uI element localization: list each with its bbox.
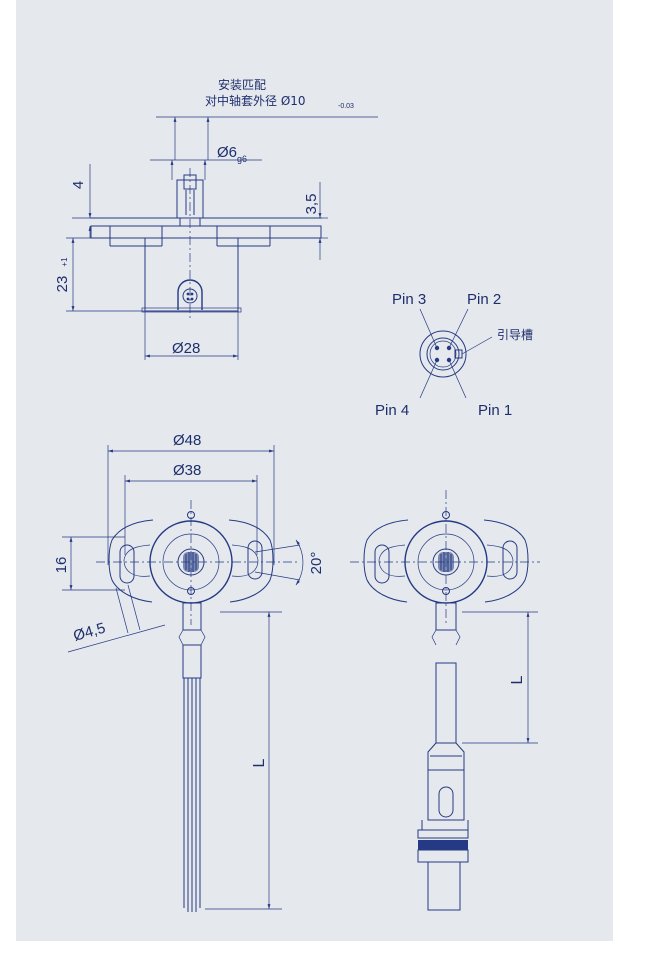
dim-23-tolerance: +1 <box>60 257 69 267</box>
pin-3-label: Pin 3 <box>392 291 426 308</box>
guide-slot-label: 引导槽 <box>497 328 533 342</box>
dim-38-label: Ø38 <box>173 462 201 479</box>
dim-4-label: 4 <box>70 181 87 189</box>
side-view: 安装匹配 对中轴套外径 Ø10 -0.03 Ø6 g6 <box>54 77 378 360</box>
dim-23-label: 23 <box>54 276 71 293</box>
dim-16-label: 16 <box>53 557 70 574</box>
dim-20deg-label: 20° <box>308 552 325 575</box>
length-l-right: L <box>509 675 526 684</box>
pin-4-label: Pin 4 <box>375 402 409 419</box>
pin-view: Pin 3 Pin 2 Pin 4 Pin 1 引导槽 <box>375 291 533 419</box>
shaft-diameter-label: Ø6 <box>217 144 237 161</box>
fit-note-line2: 对中轴套外径 Ø10 <box>205 93 306 108</box>
fit-note-tolerance: -0.03 <box>338 103 354 110</box>
pin-2-label: Pin 2 <box>467 291 501 308</box>
dim-4-5-label: Ø4,5 <box>71 620 107 645</box>
dim-3-5-label: 3,5 <box>303 194 320 215</box>
dim-48-label: Ø48 <box>173 432 201 449</box>
shaft-tolerance-label: g6 <box>237 154 247 164</box>
pin-1-label: Pin 1 <box>478 402 512 419</box>
fit-note-line1: 安装匹配 <box>218 77 266 92</box>
front-view-left: Ø48 Ø38 16 20° <box>53 432 325 912</box>
length-l-left: L <box>251 758 268 767</box>
drawing-sheet <box>16 0 613 941</box>
dim-28-label: Ø28 <box>172 340 200 357</box>
front-view-right: L <box>350 490 540 911</box>
